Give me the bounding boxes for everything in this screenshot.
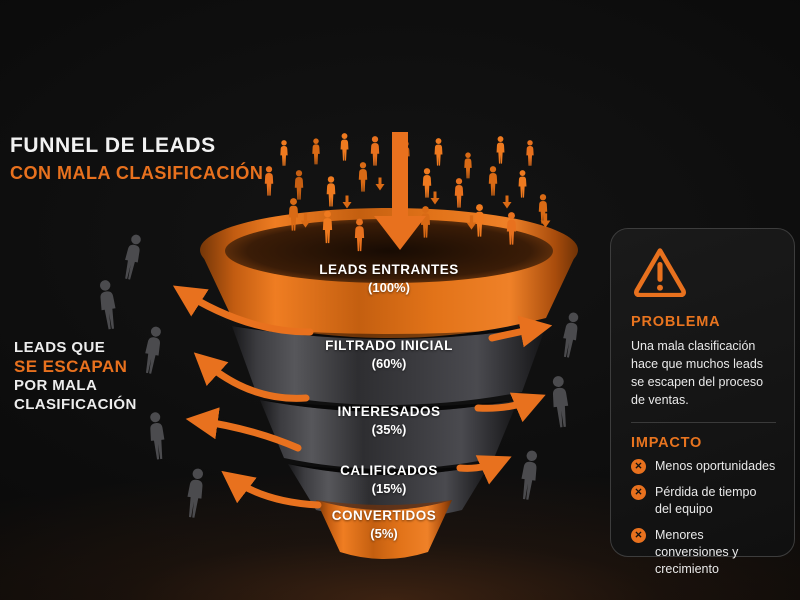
stage-5-lip (316, 500, 452, 510)
title-line-2: CON MALA CLASIFICACIÓN (10, 163, 264, 183)
stage-label-calificados: CALIFICADOS (15%) (279, 463, 499, 496)
stage-pct: (60%) (371, 356, 407, 371)
funnel-stage-shape-interesados (260, 400, 518, 469)
main-inflow-arrow-icon (374, 132, 426, 250)
stage-label-convertidos: CONVERTIDOS (5%) (274, 508, 494, 541)
stage-name: INTERESADOS (337, 404, 441, 419)
stage-pct: (100%) (368, 280, 410, 295)
funnel-stage-shape-leads-entrantes (200, 250, 578, 338)
escaping-leads-caption: LEADS QUE SE ESCAPAN POR MALA CLASIFICAC… (14, 338, 137, 414)
stage-2-lip (232, 326, 546, 339)
stage-name: FILTRADO INICIAL (325, 338, 453, 353)
stage-label-interesados: INTERESADOS (35%) (279, 404, 499, 437)
stage-name: CONVERTIDOS (331, 508, 437, 523)
caption-line-1: LEADS QUE (14, 339, 106, 356)
stage-4-lip (288, 464, 490, 475)
problema-heading: PROBLEMA (631, 314, 721, 330)
problema-text: Una mala clasificación hace que muchos l… (631, 339, 764, 407)
stage-3-lip (260, 400, 518, 412)
escape-arrows-right (456, 315, 553, 485)
caption-line-3: POR MALA (14, 377, 98, 394)
problem-impact-panel: PROBLEMA Una mala clasificación hace que… (610, 228, 795, 576)
caption-line-4: CLASIFICACIÓN (14, 396, 137, 413)
impact-item-text: Menos oportunidades (655, 459, 776, 473)
stage-name: CALIFICADOS (340, 463, 438, 478)
stage-label-leads-entrantes: LEADS ENTRANTES (100%) (279, 262, 499, 295)
escape-arrows-left (172, 285, 322, 509)
x-circle-icon: ✕ (631, 459, 646, 474)
panel-divider (631, 422, 776, 423)
caption-line-2: SE ESCAPAN (14, 357, 128, 376)
x-circle-icon: ✕ (631, 528, 646, 543)
page-title: FUNNEL DE LEADS CON MALA CLASIFICACIÓN (10, 134, 263, 184)
impact-item-text: Menores conversiones y crecimiento (655, 528, 739, 576)
stage-pct: (35%) (371, 422, 407, 437)
funnel-stage-shape-filtrado-inicial (232, 326, 546, 405)
stage-name: LEADS ENTRANTES (319, 262, 459, 277)
title-line-1: FUNNEL DE LEADS (10, 134, 216, 157)
funnel-stage-shape-convertidos (316, 500, 452, 559)
impact-item-text: Pérdida de tiempo del equipo (655, 485, 757, 516)
x-circle-icon: ✕ (631, 485, 646, 500)
impact-item-2: ✕ Pérdida de tiempo del equipo (631, 484, 776, 518)
impact-item-3: ✕ Menores conversiones y crecimiento (631, 527, 776, 578)
warning-triangle-icon (634, 248, 686, 298)
impacto-heading: IMPACTO (631, 435, 703, 451)
stage-pct: (15%) (371, 481, 407, 496)
stage-pct: (5%) (370, 526, 398, 541)
impact-item-1: ✕ Menos oportunidades (631, 458, 776, 475)
stage-label-filtrado-inicial: FILTRADO INICIAL (60%) (279, 338, 499, 371)
